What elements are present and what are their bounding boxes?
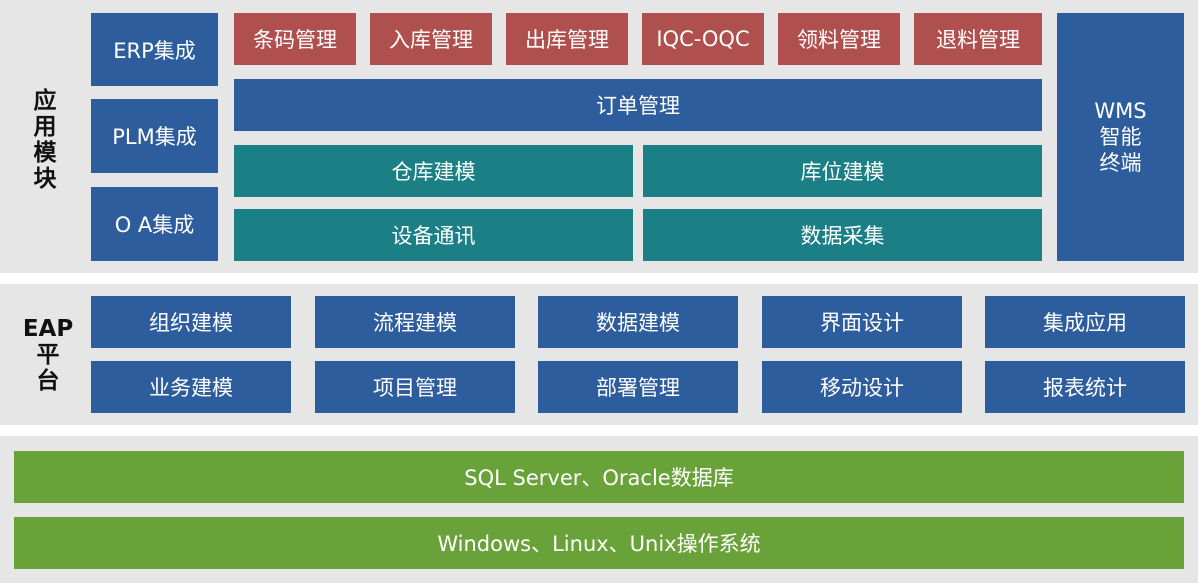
business-modeling-box: 业务建模 <box>91 361 291 413</box>
eap-label-line: 台 <box>36 368 60 394</box>
device-communication-box: 设备通讯 <box>234 209 633 261</box>
app-module-label-char: 用 <box>33 114 57 140</box>
org-modeling-box: 组织建模 <box>91 296 291 348</box>
interface-design-box: 界面设计 <box>762 296 962 348</box>
data-modeling-box: 数据建模 <box>538 296 738 348</box>
wms-terminal-line: WMS <box>1094 99 1147 123</box>
barcode-management-box: 条码管理 <box>234 13 356 65</box>
eap-label-line: EAP <box>22 316 74 342</box>
report-statistics-box: 报表统计 <box>985 361 1185 413</box>
project-management-box: 项目管理 <box>315 361 515 413</box>
wms-terminal-box: WMS 智能 终端 <box>1057 13 1184 261</box>
plm-integration-box: PLM集成 <box>91 99 218 173</box>
wms-terminal-line: 终端 <box>1099 151 1142 175</box>
order-management-box: 订单管理 <box>234 79 1042 131</box>
eap-platform-label: EAP 平 台 <box>18 300 78 410</box>
process-modeling-box: 流程建模 <box>315 296 515 348</box>
deployment-management-box: 部署管理 <box>538 361 738 413</box>
erp-integration-box: ERP集成 <box>91 13 218 86</box>
app-module-label-char: 应 <box>33 88 57 114</box>
os-layer-box: Windows、Linux、Unix操作系统 <box>14 517 1184 569</box>
integrated-application-box: 集成应用 <box>985 296 1185 348</box>
database-layer-box: SQL Server、Oracle数据库 <box>14 451 1184 503</box>
iqc-oqc-box: IQC-OQC <box>642 13 764 65</box>
inbound-management-box: 入库管理 <box>370 13 492 65</box>
eap-label-line: 平 <box>36 342 60 368</box>
material-picking-box: 领料管理 <box>778 13 900 65</box>
oa-integration-box: O A集成 <box>91 187 218 261</box>
app-module-label: 应 用 模 块 <box>20 80 70 200</box>
outbound-management-box: 出库管理 <box>506 13 628 65</box>
data-collection-box: 数据采集 <box>643 209 1042 261</box>
material-return-box: 退料管理 <box>914 13 1042 65</box>
mobile-design-box: 移动设计 <box>762 361 962 413</box>
wms-terminal-line: 智能 <box>1099 125 1142 149</box>
warehouse-modeling-box: 仓库建模 <box>234 145 633 197</box>
app-module-label-char: 块 <box>33 166 57 192</box>
location-modeling-box: 库位建模 <box>643 145 1042 197</box>
app-module-label-char: 模 <box>33 140 57 166</box>
